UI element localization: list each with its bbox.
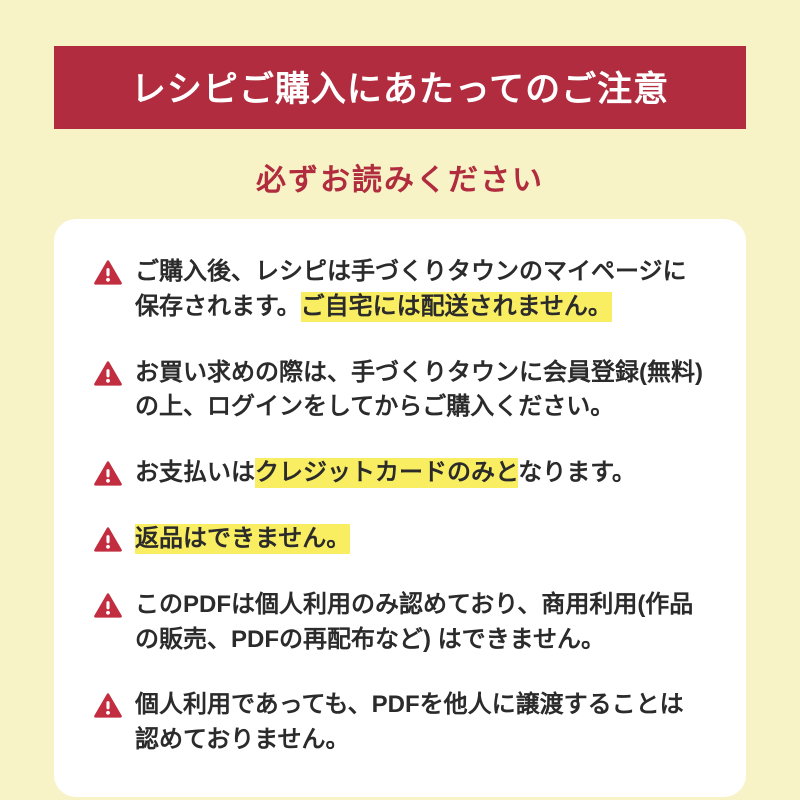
- page-subtitle: 必ずお読みください: [256, 164, 544, 197]
- notice-text-plain-after: なります。: [518, 459, 636, 487]
- notice-text-plain: お支払いは: [135, 459, 255, 487]
- warning-icon: [94, 360, 122, 386]
- warning-icon: [94, 259, 122, 285]
- notice-text-plain: このPDFは個人利用のみ認めており、商用利用(作品の販売、PDFの再配布など) …: [135, 590, 694, 653]
- notice-item-2: お買い求めの際は、手づくりタウンに会員登録(無料)の上、ログインをしてからご購入…: [94, 356, 706, 426]
- notice-item-4: 返品はできません。: [94, 522, 706, 557]
- warning-icon: [94, 592, 122, 618]
- page-title: レシピご購入にあたってのご注意: [130, 70, 670, 109]
- notice-text-highlight: ご自宅には配送されません。: [300, 291, 612, 322]
- notice-text-plain: 個人利用であっても、PDFを他人に譲渡することは認めておりません。: [135, 691, 684, 754]
- notice-text: お支払いはクレジットカードのみとなります。: [135, 456, 636, 491]
- notice-text: 返品はできません。: [135, 522, 351, 557]
- notice-text: このPDFは個人利用のみ認めており、商用利用(作品の販売、PDFの再配布など) …: [135, 588, 706, 658]
- notice-text-highlight: クレジットカードのみと: [255, 458, 519, 489]
- notice-item-3: お支払いはクレジットカードのみとなります。: [94, 456, 706, 491]
- notice-text-plain: お買い求めの際は、手づくりタウンに会員登録(無料)の上、ログインをしてからご購入…: [135, 358, 703, 421]
- warning-icon: [94, 460, 122, 486]
- notice-item-5: このPDFは個人利用のみ認めており、商用利用(作品の販売、PDFの再配布など) …: [94, 588, 706, 658]
- notice-text: ご購入後、レシピは手づくりタウンのマイページに保存されます。ご自宅には配送されま…: [135, 255, 706, 325]
- notice-text-highlight: 返品はできません。: [135, 523, 351, 554]
- warning-icon: [94, 526, 122, 552]
- notice-item-1: ご購入後、レシピは手づくりタウンのマイページに保存されます。ご自宅には配送されま…: [94, 255, 706, 325]
- notice-text: お買い求めの際は、手づくりタウンに会員登録(無料)の上、ログインをしてからご購入…: [135, 356, 706, 426]
- warning-icon: [94, 692, 122, 718]
- notice-text-plain: ご購入後、レシピは手づくりタウンのマイページに保存されます。: [135, 258, 687, 320]
- notice-card: ご購入後、レシピは手づくりタウンのマイページに保存されます。ご自宅には配送されま…: [54, 219, 746, 797]
- page-title-banner: レシピご購入にあたってのご注意: [54, 46, 746, 129]
- notice-text: 個人利用であっても、PDFを他人に譲渡することは認めておりません。: [135, 688, 706, 758]
- notice-item-6: 個人利用であっても、PDFを他人に譲渡することは認めておりません。: [94, 688, 706, 758]
